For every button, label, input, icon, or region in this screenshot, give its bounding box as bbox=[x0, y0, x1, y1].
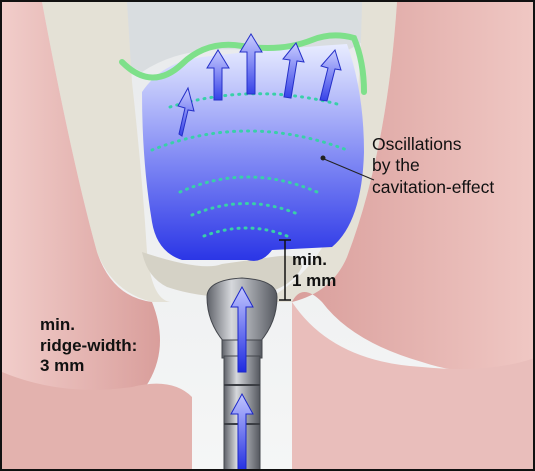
ridge-width-line-1: min. bbox=[40, 315, 137, 336]
min-distance-annotation: min. 1 mm bbox=[292, 250, 336, 291]
oscillations-line-2: by the bbox=[372, 155, 494, 176]
min-distance-line-2: 1 mm bbox=[292, 271, 336, 292]
oscillations-line-3: cavitation-effect bbox=[372, 177, 494, 198]
ridge-width-annotation: min. ridge-width: 3 mm bbox=[40, 315, 137, 377]
min-distance-line-1: min. bbox=[292, 250, 336, 271]
leader-dot bbox=[321, 156, 326, 161]
oscillations-line-1: Oscillations bbox=[372, 134, 494, 155]
ridge-width-line-2: ridge-width: bbox=[40, 336, 137, 357]
ridge-width-line-3: 3 mm bbox=[40, 356, 137, 377]
oscillations-annotation: Oscillations by the cavitation-effect bbox=[372, 134, 494, 198]
